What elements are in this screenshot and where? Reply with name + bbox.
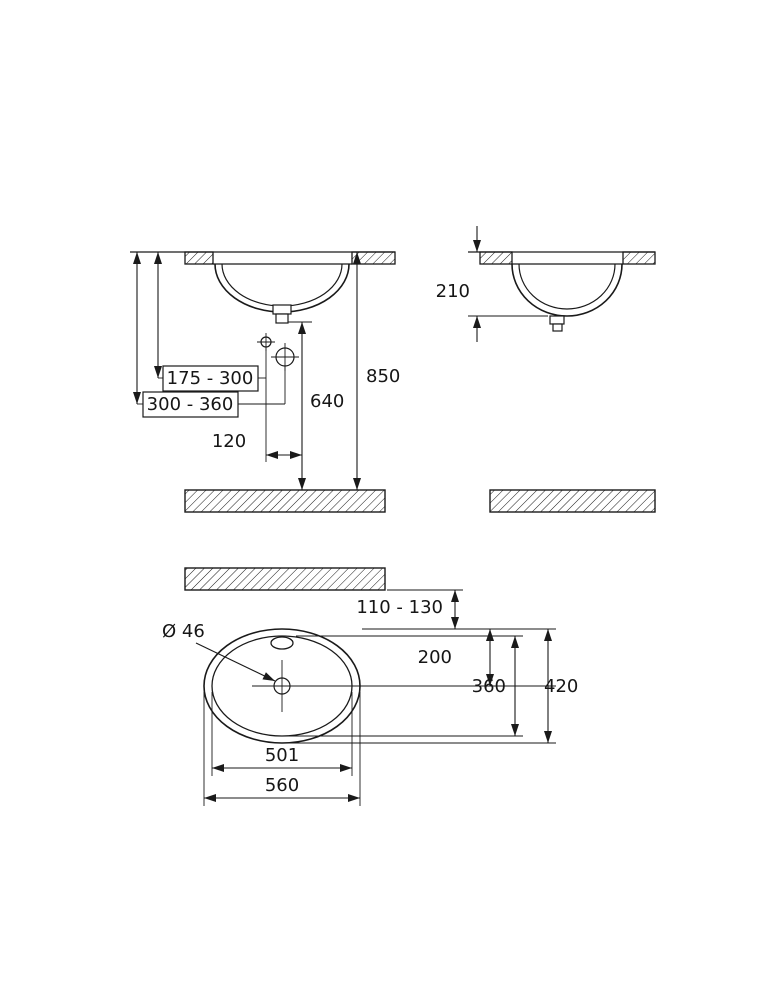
- dim-supply-range-b-line: [133, 252, 143, 405]
- plan-view: 110 - 130 Ø 46 200 360 420 501: [162, 567, 578, 806]
- dim-hole-spacing-label: 120: [212, 431, 246, 452]
- basin-bowl-outer-side: [511, 263, 623, 317]
- dim-supply-range-a-label: 175 - 300: [167, 368, 254, 389]
- dim-front-to-center-label: 200: [418, 647, 452, 668]
- dim-supply-range-a-line: [154, 252, 163, 379]
- counter-section-right-side: [622, 251, 656, 265]
- drain-fitting-lower: [275, 313, 289, 324]
- leader-drain-diameter: [195, 642, 276, 682]
- dim-drain-diameter-label: Ø 46: [162, 621, 205, 642]
- range-box-b: [142, 391, 239, 418]
- floor-slab-front: [184, 489, 386, 513]
- dim-rim-to-counter-label: 110 - 130: [356, 597, 443, 618]
- counter-cross-section: [184, 567, 386, 591]
- dim-outer-width-label: 420: [544, 676, 578, 697]
- counter-section-left-side: [479, 251, 513, 265]
- counter-section-left: [184, 251, 214, 265]
- floor-slab-side: [489, 489, 656, 513]
- basin-bowl-inner-side: [518, 263, 616, 310]
- drain-fitting-upper-side: [549, 315, 565, 325]
- dim-outer-length-label: 560: [265, 775, 299, 796]
- drain-fitting-upper: [272, 304, 292, 315]
- front-view: 175 - 300 300 - 360 120 640 850: [130, 251, 400, 513]
- dim-basin-depth-line: [468, 226, 548, 342]
- dim-drain-height-label: 640: [310, 391, 344, 412]
- dim-supply-range-b-label: 300 - 360: [147, 394, 234, 415]
- side-view: 210: [436, 226, 656, 513]
- dim-inner-width-label: 360: [472, 676, 506, 697]
- overflow-hole: [270, 636, 294, 650]
- drain-fitting-lower-side: [552, 323, 563, 332]
- dim-basin-depth-label: 210: [436, 281, 470, 302]
- range-box-a: [162, 365, 259, 392]
- dim-total-height-label: 850: [366, 366, 400, 387]
- counter-section-right: [351, 251, 396, 265]
- dim-inner-length-label: 501: [265, 745, 299, 766]
